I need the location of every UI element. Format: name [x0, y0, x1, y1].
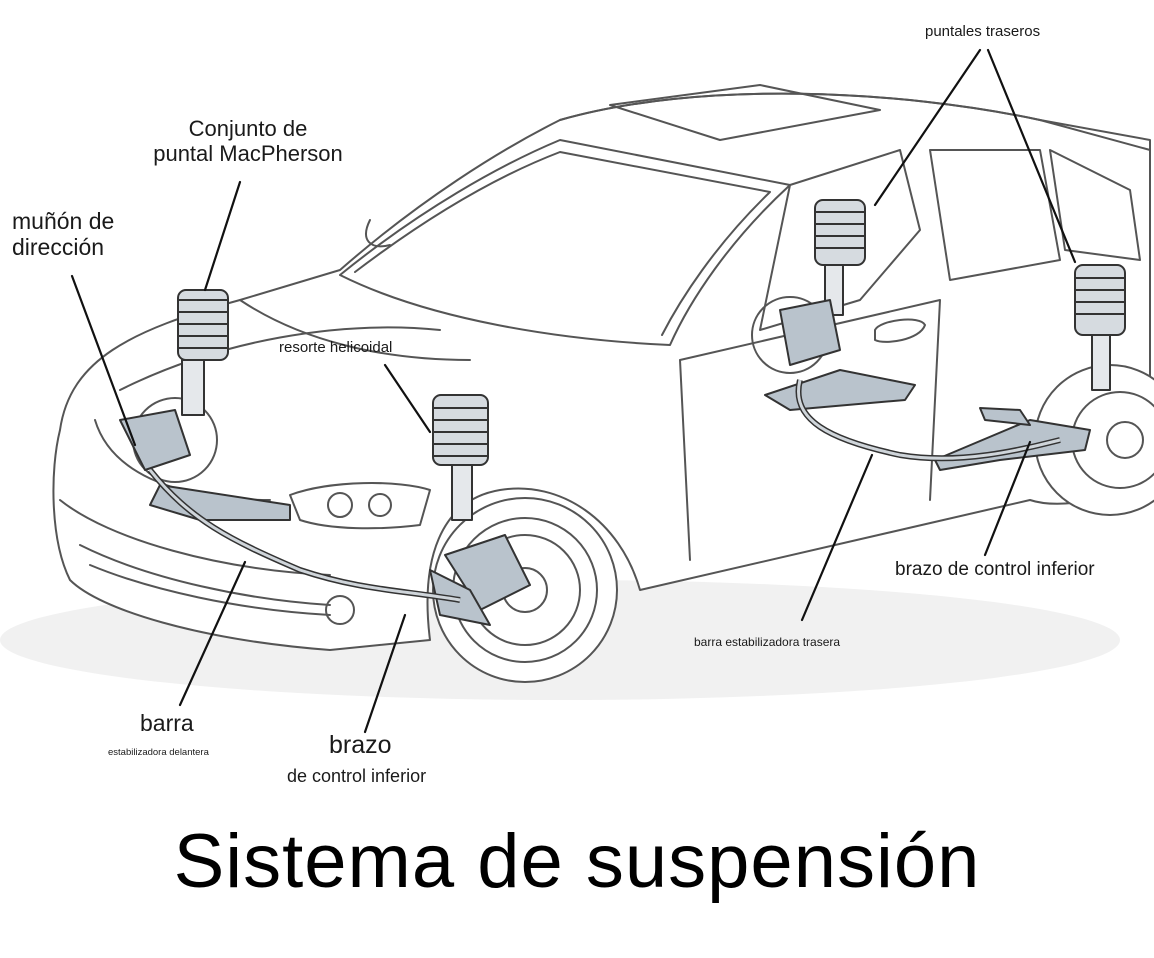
label-knuckle-line2: dirección — [12, 234, 105, 261]
label-rear-struts: puntales traseros — [925, 23, 1041, 40]
diagram-title: Sistema de suspensión — [173, 819, 981, 904]
label-front-stabilizer-line2: estabilizadora delantera — [108, 747, 209, 758]
leader-front-lower-arm — [363, 613, 407, 734]
leader-rear-strut-right — [986, 48, 1077, 264]
leader-front-stabilizer — [178, 560, 247, 707]
label-rear-stabilizer: barra estabilizadora trasera — [694, 635, 841, 649]
leader-knuckle — [70, 274, 137, 447]
leader-rear-strut-left — [873, 48, 982, 207]
label-front-stabilizer-line1: barra — [140, 710, 194, 736]
label-rear-lower-arm: brazo de control inferior — [895, 559, 1095, 580]
car-body — [0, 84, 1154, 700]
suspension-parts — [119, 199, 1126, 626]
label-steering-knuckle: muñón de dirección — [12, 208, 114, 261]
label-front-lower-arm-line1: brazo — [329, 731, 392, 759]
leader-rear-lower-arm — [983, 440, 1032, 557]
label-macpherson-line1: Conjunto de — [188, 116, 308, 141]
label-front-lower-arm-line2: de control inferior — [287, 766, 427, 786]
leader-rear-stabilizer — [800, 453, 874, 622]
leader-lines — [70, 48, 1077, 734]
leader-macpherson — [203, 180, 242, 292]
label-macpherson: Conjunto de puntal MacPherson — [138, 116, 358, 167]
label-knuckle-line1: muñón de — [12, 208, 115, 234]
label-coil-spring: resorte helicoidal — [279, 339, 393, 356]
leader-coil-spring — [383, 363, 432, 434]
label-macpherson-line2: puntal MacPherson — [153, 141, 343, 167]
